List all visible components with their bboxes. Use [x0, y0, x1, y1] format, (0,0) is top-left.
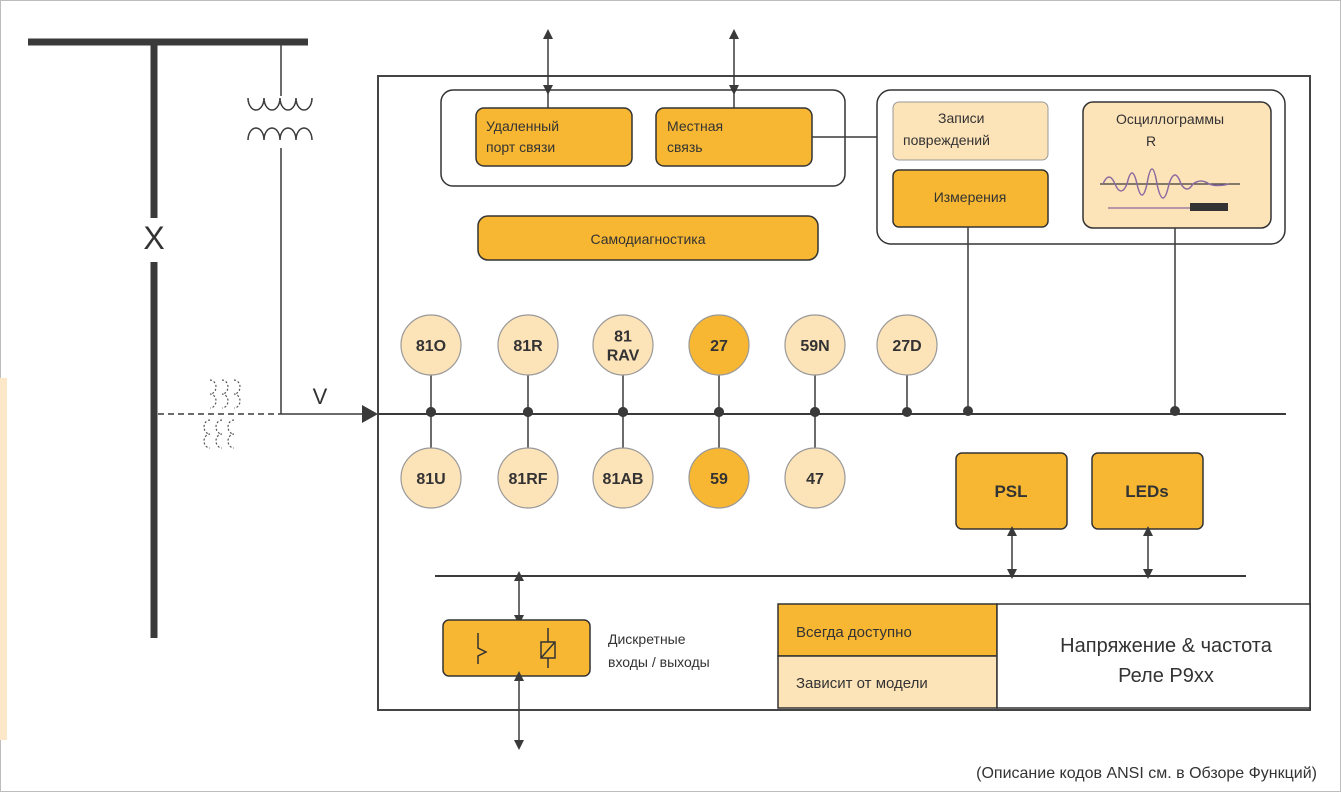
local-comm-box [655, 107, 813, 167]
disturbance-bus-dot [1170, 406, 1180, 416]
function-81r [497, 314, 559, 376]
function-label-81o: 81O [416, 338, 446, 355]
function-label-81r: 81R [513, 338, 543, 355]
local-comm-line-2: связь [667, 139, 703, 155]
bus-dot-81u [426, 407, 436, 417]
io-label-line-2: входы / выходы [608, 654, 710, 670]
relay-box [377, 75, 1311, 711]
function-label-27: 27 [710, 338, 728, 355]
self-diagnostics-box [477, 215, 819, 261]
function-label-81u: 81U [416, 471, 445, 488]
function-label-81-rav-1: 81 [614, 329, 632, 346]
product-title-line-2: Реле P9xx [1118, 665, 1214, 687]
waveform-icon [1100, 168, 1240, 211]
contact-icon [477, 633, 488, 664]
leds-label: LEDs [1125, 482, 1168, 501]
legend-model-label: Зависит от модели [796, 675, 928, 692]
bus-dot-27d [902, 407, 912, 417]
comms-group [440, 89, 846, 187]
vt-coil-icon [247, 97, 313, 141]
function-label-47: 47 [806, 471, 824, 488]
disturbance-line-2: R [1146, 133, 1156, 149]
function-label-81rf: 81RF [508, 471, 547, 488]
legend-model-swatch [777, 655, 998, 709]
bus-dot-81rf [523, 407, 533, 417]
function-81ab [592, 447, 654, 509]
ct-dashed-icon [203, 379, 241, 449]
function-81o [400, 314, 462, 376]
voltage-label: V [313, 384, 328, 409]
fault-records-line-2: повреждений [903, 132, 990, 148]
remote-port-line-2: порт связи [486, 139, 555, 155]
records-group [876, 89, 1286, 245]
function-59 [688, 447, 750, 509]
self-diagnostics-label: Самодиагностика [590, 231, 705, 247]
bus-dot-47 [810, 407, 820, 417]
fault-records-box [892, 101, 1049, 161]
measurements-label: Измерения [934, 189, 1007, 205]
function-27 [688, 314, 750, 376]
io-box [442, 619, 591, 677]
psl-label: PSL [994, 482, 1027, 501]
fault-records-line-1: Записи [938, 110, 984, 126]
product-title-line-1: Напряжение & частота [1060, 635, 1273, 657]
left-accent-strip [0, 378, 7, 740]
function-81rf [497, 447, 559, 509]
function-81-rav [592, 314, 654, 376]
function-label-59n: 59N [800, 338, 829, 355]
footnote: (Описание кодов ANSI см. в Обзоре Функци… [976, 765, 1317, 782]
function-label-59: 59 [710, 471, 728, 488]
measurements-bus-dot [963, 406, 973, 416]
function-47 [784, 447, 846, 509]
product-title-box [996, 603, 1311, 709]
measurements-box [892, 169, 1049, 228]
bus-dot-81ab [618, 407, 628, 417]
function-label-81-rav-2: RAV [607, 348, 640, 365]
function-label-81ab: 81AB [603, 471, 644, 488]
remote-port-line-1: Удаленный [486, 118, 559, 134]
remote-port-box [475, 107, 633, 167]
io-label-line-1: Дискретные [608, 631, 686, 647]
disturbance-line-1: Осциллограммы [1116, 111, 1224, 127]
relay-coil-icon [540, 628, 556, 668]
voltage-input-arrow [362, 405, 378, 423]
function-81u [400, 447, 462, 509]
local-comm-line-1: Местная [667, 118, 723, 134]
function-label-27d: 27D [892, 338, 921, 355]
function-27d [876, 314, 938, 376]
disturbance-box [1082, 101, 1272, 229]
breaker-mark: X [143, 220, 164, 256]
function-59n [784, 314, 846, 376]
legend-always-label: Всегда доступно [796, 624, 912, 641]
bus-dot-59 [714, 407, 724, 417]
